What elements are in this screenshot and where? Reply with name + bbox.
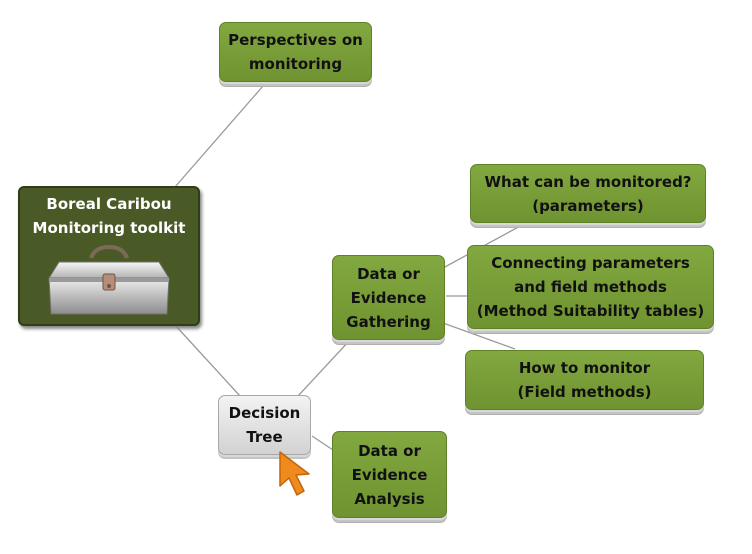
connector-root-decision xyxy=(174,324,241,397)
cursor-arrow-icon xyxy=(279,451,310,496)
node-data-evidence-gathering[interactable]: Data or Evidence Gathering xyxy=(332,255,445,340)
node-what-can-be-monitored[interactable]: What can be monitored? (parameters) xyxy=(470,164,706,223)
connector-decision-gathering xyxy=(297,339,351,397)
node-label: What can be monitored? (parameters) xyxy=(484,172,692,215)
node-label: Perspectives on monitoring xyxy=(228,31,363,73)
node-label: Connecting parameters and field methods … xyxy=(476,254,705,320)
connector-root-perspectives xyxy=(174,85,264,188)
node-decision-tree[interactable]: Decision Tree xyxy=(218,395,311,455)
node-label: Decision Tree xyxy=(228,404,301,446)
node-perspectives-on-monitoring[interactable]: Perspectives on monitoring xyxy=(219,22,372,82)
node-connecting-parameters[interactable]: Connecting parameters and field methods … xyxy=(467,245,714,329)
node-root-boreal-caribou[interactable]: Boreal Caribou Monitoring toolkit xyxy=(18,186,200,326)
node-how-to-monitor[interactable]: How to monitor (Field methods) xyxy=(465,350,704,410)
node-label: How to monitor (Field methods) xyxy=(517,359,652,401)
node-label: Data or Evidence Analysis xyxy=(351,441,428,508)
connector-gathering-how xyxy=(442,322,516,350)
node-data-evidence-analysis[interactable]: Data or Evidence Analysis xyxy=(332,431,447,518)
toolbox-icon xyxy=(48,244,170,315)
connector-decision-analysis xyxy=(311,435,334,451)
root-title: Boreal Caribou Monitoring toolkit xyxy=(32,195,186,237)
node-label: Data or Evidence Gathering xyxy=(346,264,431,331)
